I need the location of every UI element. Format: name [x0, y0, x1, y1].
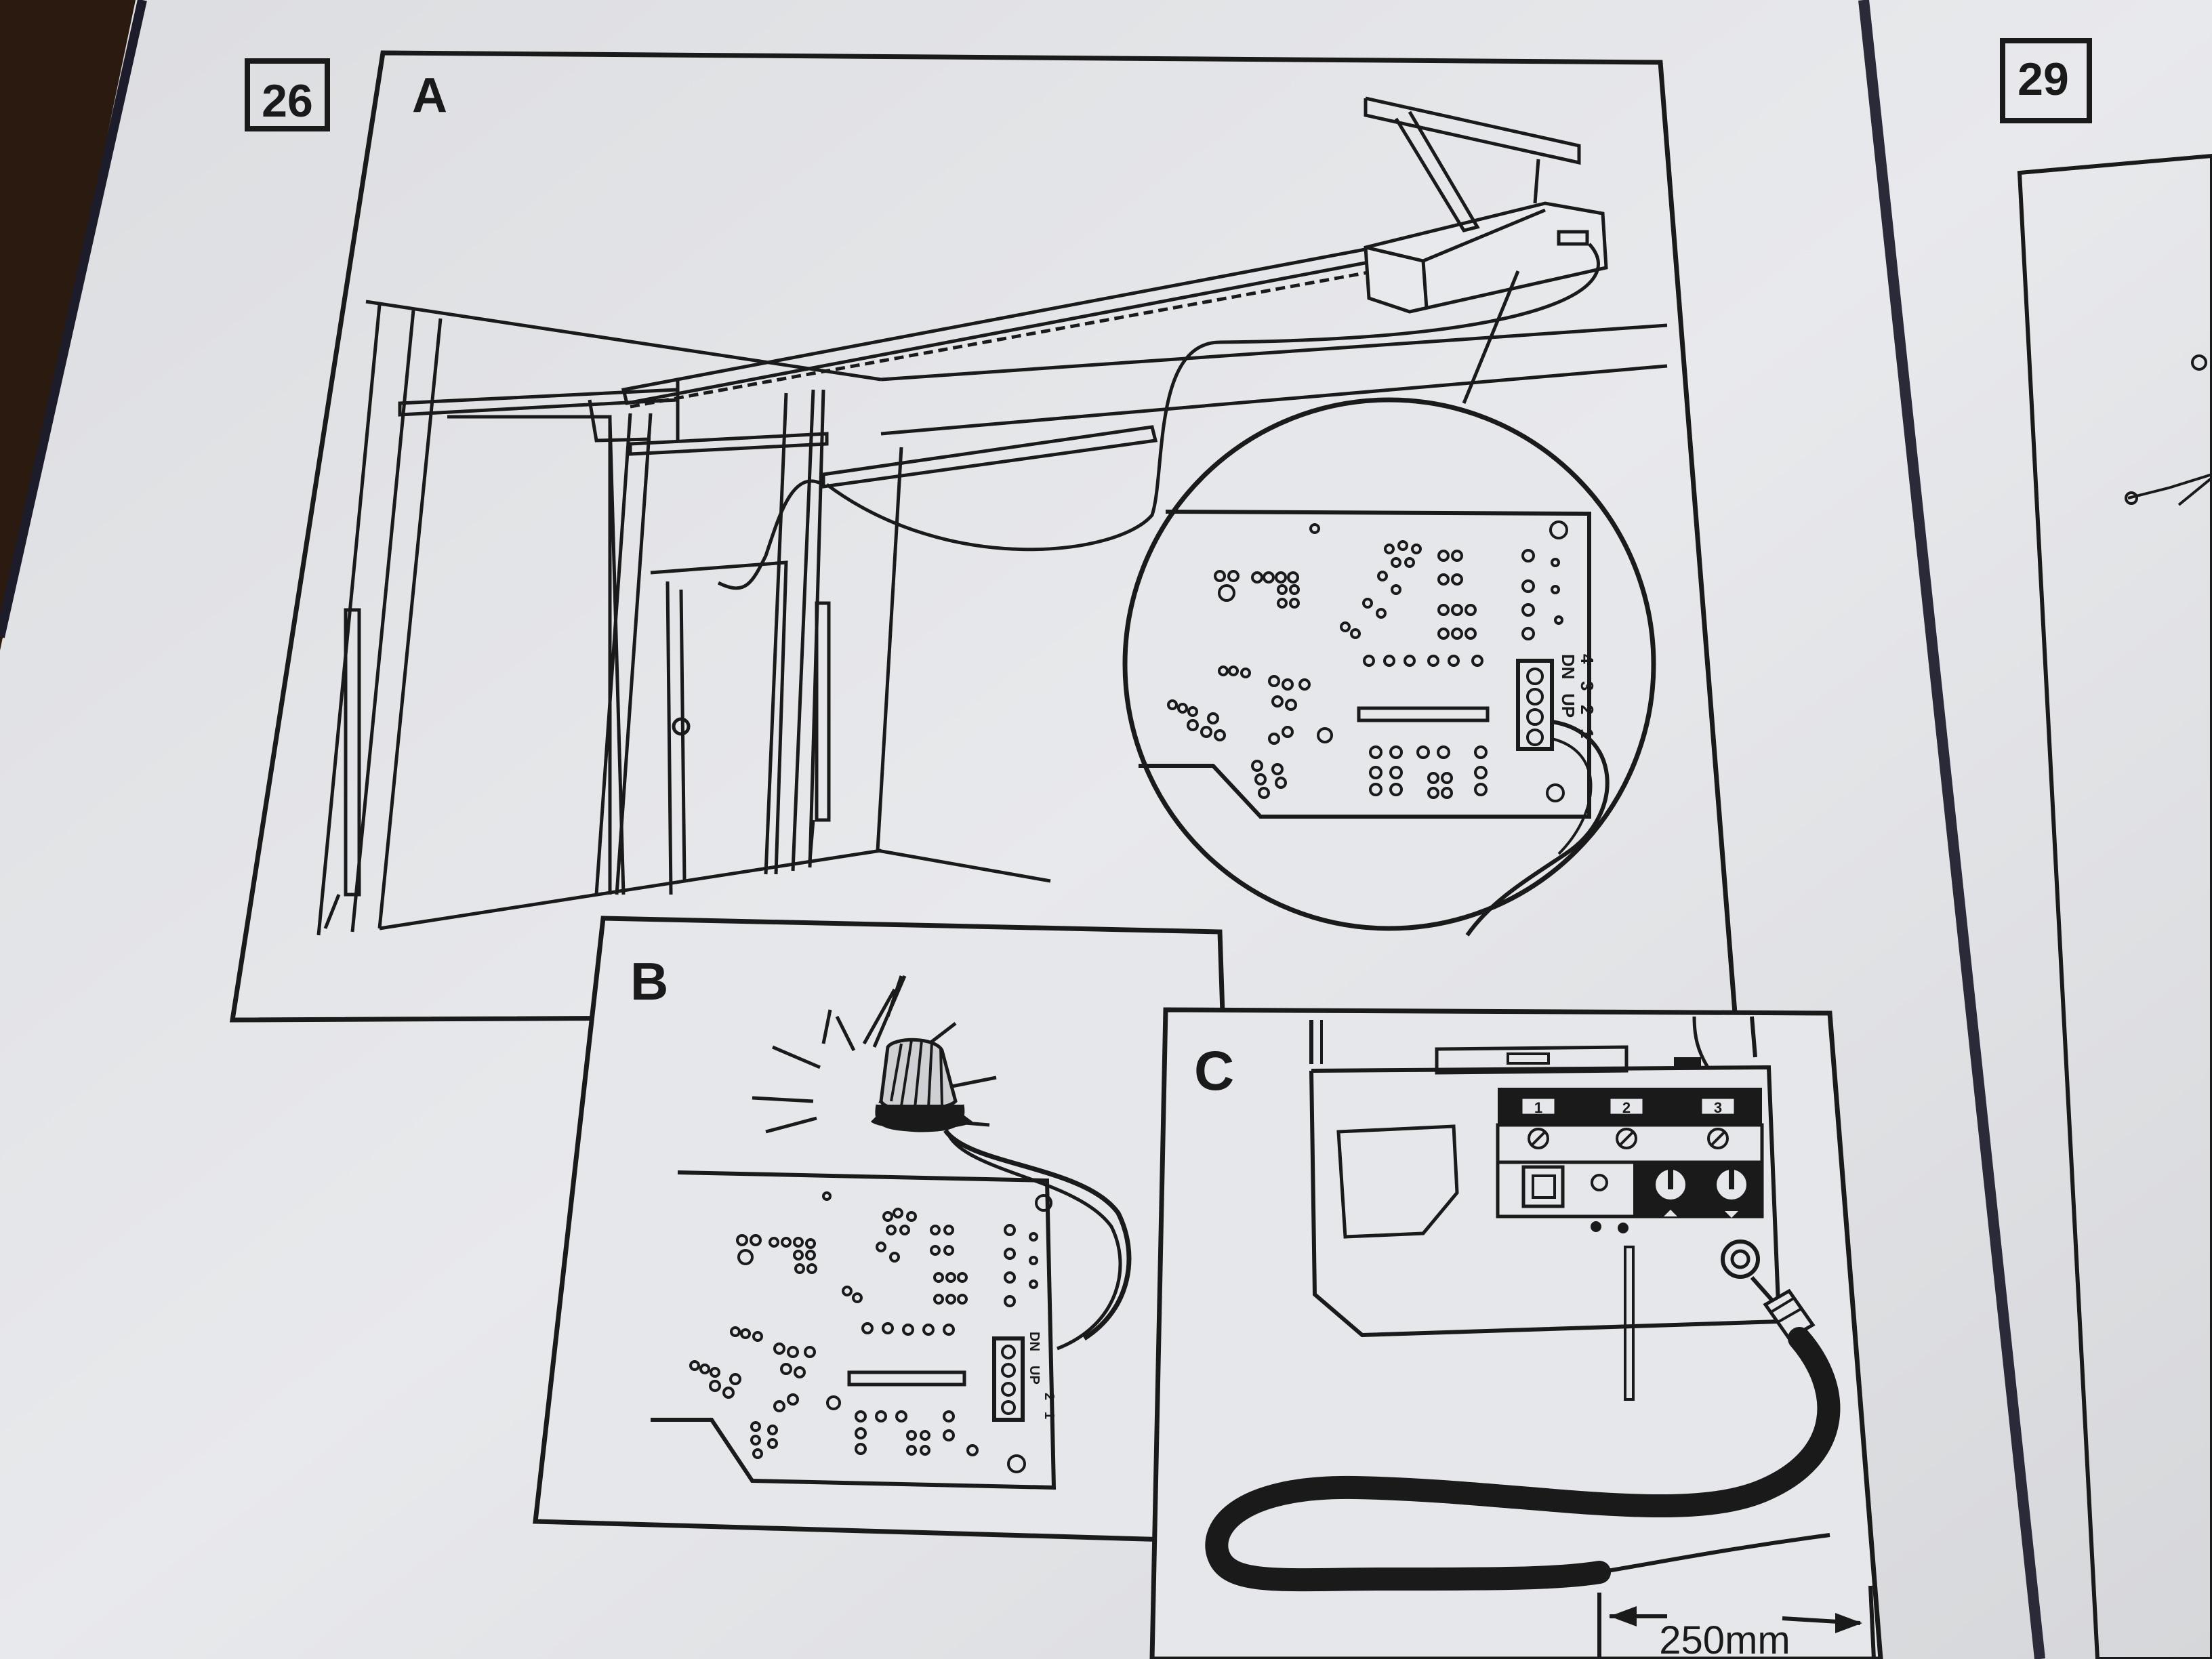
panel-c: C 1 2 3 [1149, 1007, 1883, 1659]
figure-number-26: 26 [245, 58, 330, 131]
svg-text:DN: DN [1558, 654, 1578, 680]
svg-text:UP: UP [1027, 1366, 1042, 1385]
unit-terminal-strip: 1 2 3 [1496, 1088, 1764, 1218]
svg-text:UP: UP [1558, 693, 1578, 718]
terminal-screws [1526, 668, 1544, 746]
panel-c-label: C [1194, 1040, 1234, 1102]
antenna-wire [1624, 1246, 1635, 1401]
dimension-marker: 250mm [1597, 1585, 1876, 1659]
panel-a: A [229, 50, 1738, 1023]
board-detail-circle: DN UP 4 3 2 1 [1122, 270, 1656, 937]
garage-structure [316, 96, 1668, 936]
page-divider [1858, 0, 2045, 1659]
next-figure-fragment [2125, 354, 2212, 542]
next-figure-frame [2017, 153, 2212, 1659]
svg-text:DN: DN [1027, 1332, 1042, 1351]
panel-a-label: A [412, 68, 447, 123]
panel-b-label: B [630, 951, 668, 1011]
svg-text:2: 2 [1577, 705, 1597, 714]
dimension-label: 250mm [1659, 1618, 1790, 1659]
opener-end-view [1309, 1016, 1782, 1338]
antenna-coax-cable [1205, 1276, 1841, 1592]
svg-text:26: 26 [262, 75, 313, 127]
antenna-socket [1721, 1240, 1760, 1279]
circuit-board [1139, 510, 1591, 819]
svg-text:2: 2 [1042, 1393, 1057, 1400]
panel-b-connector [847, 1370, 966, 1387]
panel-b-terminal-labels: DN UP 2 1 [1027, 1332, 1057, 1419]
figure-number-29: 29 [2000, 38, 2092, 123]
warning-lamp [752, 975, 997, 1134]
panel-b-board [651, 1170, 1057, 1490]
learn-button [1521, 1165, 1565, 1208]
terminal-labels: DN UP 4 3 2 1 [1558, 654, 1597, 738]
panel-b: B [533, 916, 1243, 1544]
board-components [1167, 520, 1568, 802]
svg-text:3: 3 [1577, 681, 1597, 691]
panel-b-terminal-block [992, 1336, 1025, 1422]
unit-terminal-label-2: 2 [1622, 1099, 1631, 1116]
page-edge [0, 0, 147, 638]
unit-terminal-label-3: 3 [1714, 1099, 1722, 1116]
led-indicator [1591, 1174, 1608, 1191]
panel-b-components [689, 1191, 1052, 1473]
unit-terminal-label-1: 1 [1534, 1099, 1542, 1116]
board-connector [1357, 706, 1490, 722]
svg-text:29: 29 [2018, 54, 2069, 105]
svg-text:4: 4 [1577, 654, 1597, 664]
svg-text:1: 1 [1042, 1412, 1057, 1419]
